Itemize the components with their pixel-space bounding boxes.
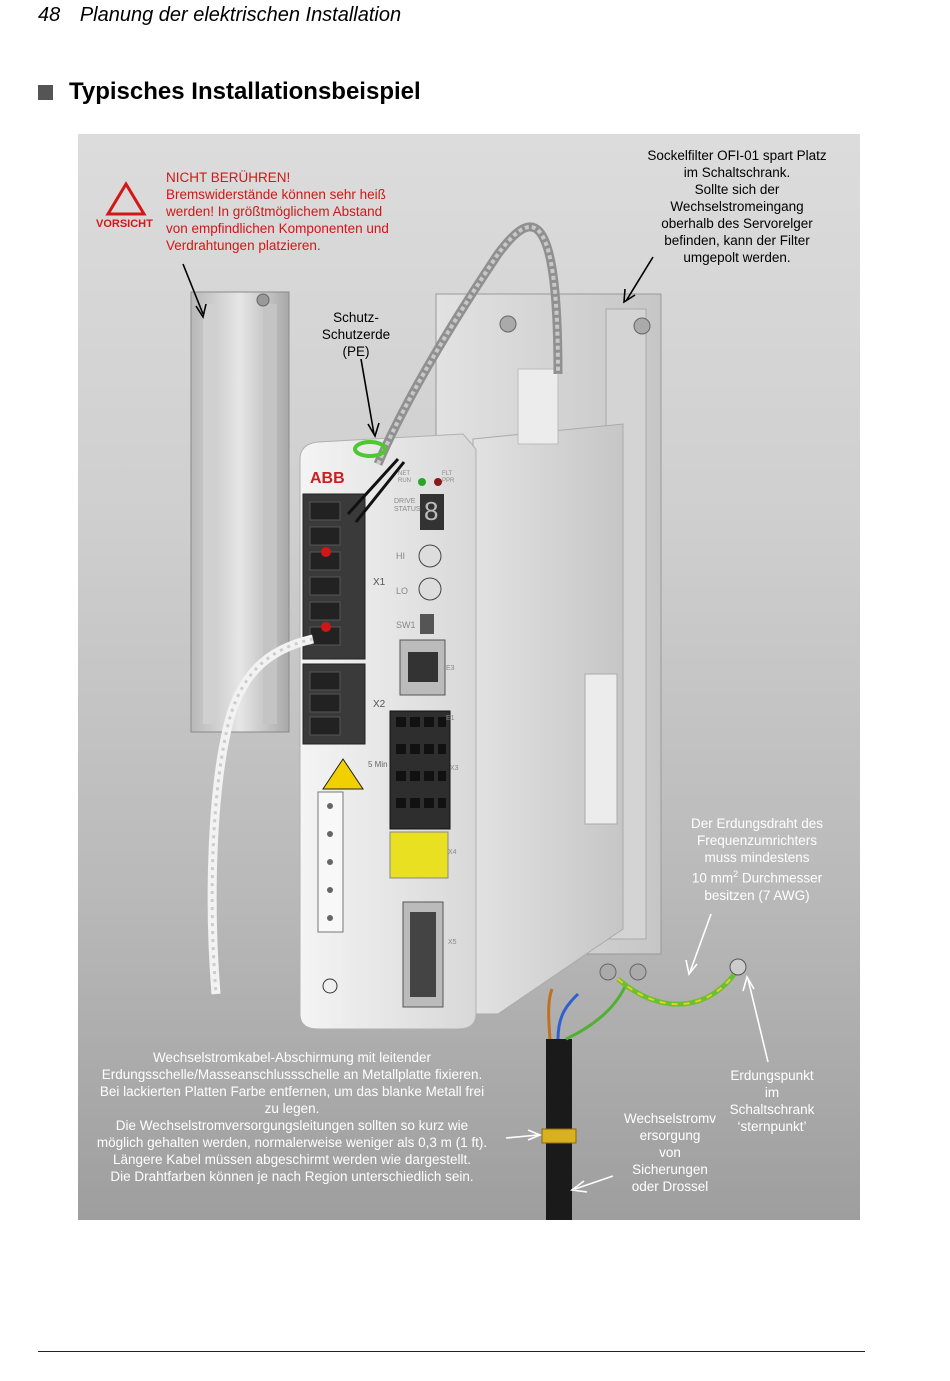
x5-label: X5 bbox=[448, 939, 457, 946]
earth-label-line: Erdungspunkt bbox=[730, 1068, 814, 1083]
flt-ppr-label: FLT PPR bbox=[442, 471, 455, 484]
cable-note-line: Die Wechselstromversorgungsleitungen sol… bbox=[115, 1118, 469, 1133]
drive-status-label: DRIVE STATUS bbox=[394, 498, 421, 513]
hot-surface-warning-icon bbox=[105, 181, 147, 216]
supply-label-line: ersorgung bbox=[639, 1128, 701, 1143]
filter-connector bbox=[517, 368, 559, 445]
x2-label: X2 bbox=[373, 699, 386, 710]
section-heading: Typisches Installationsbeispiel bbox=[38, 78, 421, 106]
section-title: Typisches Installationsbeispiel bbox=[69, 78, 421, 105]
pe-label-line: Schutzerde bbox=[321, 327, 391, 342]
ground-note-line: Der Erdungsdraht des bbox=[690, 816, 824, 831]
installation-illustration bbox=[105, 181, 769, 1220]
supply-label-line: oder Drossel bbox=[631, 1179, 709, 1194]
earth-point-bolt bbox=[729, 958, 747, 976]
cable-note-line: zu legen. bbox=[264, 1101, 320, 1116]
x4-label: X4 bbox=[448, 849, 457, 856]
cable-shield-note: Wechselstromkabel-Abschirmung mit leiten… bbox=[78, 1049, 506, 1185]
warning-line: werden! In größtmöglichem Abstand bbox=[166, 204, 383, 219]
diameter-exponent: 2 bbox=[733, 869, 739, 879]
bullet-square-icon bbox=[38, 84, 53, 100]
warning-line: NICHT BERÜHREN! bbox=[166, 170, 291, 185]
installation-figure: ABB X1 X2 HI LO SW1 DRIVE STATUS 8 NET R… bbox=[78, 134, 860, 1220]
filter-note-line: Sollte sich der bbox=[694, 182, 780, 197]
net-run-label: NET RUN bbox=[398, 471, 411, 484]
cable-note-line: Die Drahtfarben können je nach Region un… bbox=[110, 1169, 474, 1184]
supply-label: Wechselstromv ersorgung von Sicherungen … bbox=[615, 1110, 725, 1195]
warning-line: von empfindlichen Komponenten und bbox=[166, 221, 389, 236]
sw1-label: SW1 bbox=[396, 620, 416, 630]
e3-label: E3 bbox=[446, 665, 455, 672]
cable-note-line: Bei lackierten Platten Farbe entfernen, … bbox=[99, 1084, 485, 1099]
filter-note-line: befinden, kann der Filter bbox=[664, 233, 810, 248]
footer-rule bbox=[38, 1351, 865, 1352]
diameter-word: Durchmesser bbox=[738, 870, 823, 886]
filter-note-line: Wechselstromeingang bbox=[670, 199, 804, 214]
pe-label-line: Schutz- bbox=[333, 310, 379, 325]
cable-note-line: möglich gehalten werden, normalerweise w… bbox=[96, 1135, 488, 1150]
pe-label-line: (PE) bbox=[342, 344, 370, 359]
ground-note-line: muss mindestens bbox=[704, 850, 810, 865]
page-header: 48 Planung der elektrischen Installation bbox=[38, 4, 401, 27]
cable-note-line: Erdungsschelle/Masseanschlussschelle an … bbox=[101, 1067, 483, 1082]
x3-label: X3 bbox=[450, 765, 459, 772]
status-digit: 8 bbox=[424, 496, 439, 526]
abb-logo: ABB bbox=[310, 470, 345, 487]
diameter-value: 10 mm bbox=[691, 870, 734, 886]
running-title: Planung der elektrischen Installation bbox=[79, 4, 402, 26]
page-number: 48 bbox=[38, 4, 61, 26]
earth-label-line: ‘sternpunkt’ bbox=[737, 1119, 807, 1134]
e1-label: E1 bbox=[446, 715, 455, 722]
earth-label-line: im bbox=[764, 1085, 780, 1100]
lo-label: LO bbox=[396, 586, 409, 596]
cable-note-line: Wechselstromkabel-Abschirmung mit leiten… bbox=[152, 1050, 432, 1065]
vorsicht-label: VORSICHT bbox=[96, 218, 153, 230]
servo-drive bbox=[299, 433, 618, 1030]
pe-label: Schutz- Schutzerde (PE) bbox=[306, 309, 406, 360]
supply-label-line: Wechselstromv bbox=[623, 1111, 717, 1126]
hi-label: HI bbox=[396, 551, 405, 561]
ground-note-line: Frequenzumrichters bbox=[696, 833, 818, 848]
warning-line: Bremswiderstände können sehr heiß bbox=[166, 187, 386, 202]
filter-note-line: umgepolt werden. bbox=[683, 250, 791, 265]
filter-note-line: im Schaltschrank. bbox=[683, 165, 791, 180]
ground-wire-note: Der Erdungsdraht des Frequenzumrichters … bbox=[668, 815, 846, 904]
supply-label-line: Sicherungen bbox=[632, 1162, 708, 1177]
earth-label-line: Schaltschrank bbox=[729, 1102, 815, 1117]
cable-note-line: Längere Kabel müssen abgeschirmt werden … bbox=[113, 1152, 471, 1167]
brake-resistor bbox=[190, 291, 290, 733]
x1-label: X1 bbox=[373, 577, 386, 588]
five-min-label: 5 Min bbox=[368, 760, 388, 769]
supply-label-line: von bbox=[659, 1145, 681, 1160]
earth-point-label: Erdungspunkt im Schaltschrank ‘sternpunk… bbox=[718, 1067, 826, 1135]
warning-line: Verdrahtungen platzieren. bbox=[166, 238, 321, 253]
ground-note-line: besitzen (7 AWG) bbox=[704, 887, 810, 903]
ground-note-diameter: 10 mm2 Durchmesser bbox=[668, 866, 846, 887]
filter-note-line: oberhalb des Servorelger bbox=[661, 216, 813, 231]
filter-note: Sockelfilter OFI-01 spart Platz im Schal… bbox=[626, 147, 848, 266]
brake-resistor-warning: NICHT BERÜHREN! Bremswiderstände können … bbox=[166, 169, 426, 254]
filter-note-line: Sockelfilter OFI-01 spart Platz bbox=[647, 148, 827, 163]
